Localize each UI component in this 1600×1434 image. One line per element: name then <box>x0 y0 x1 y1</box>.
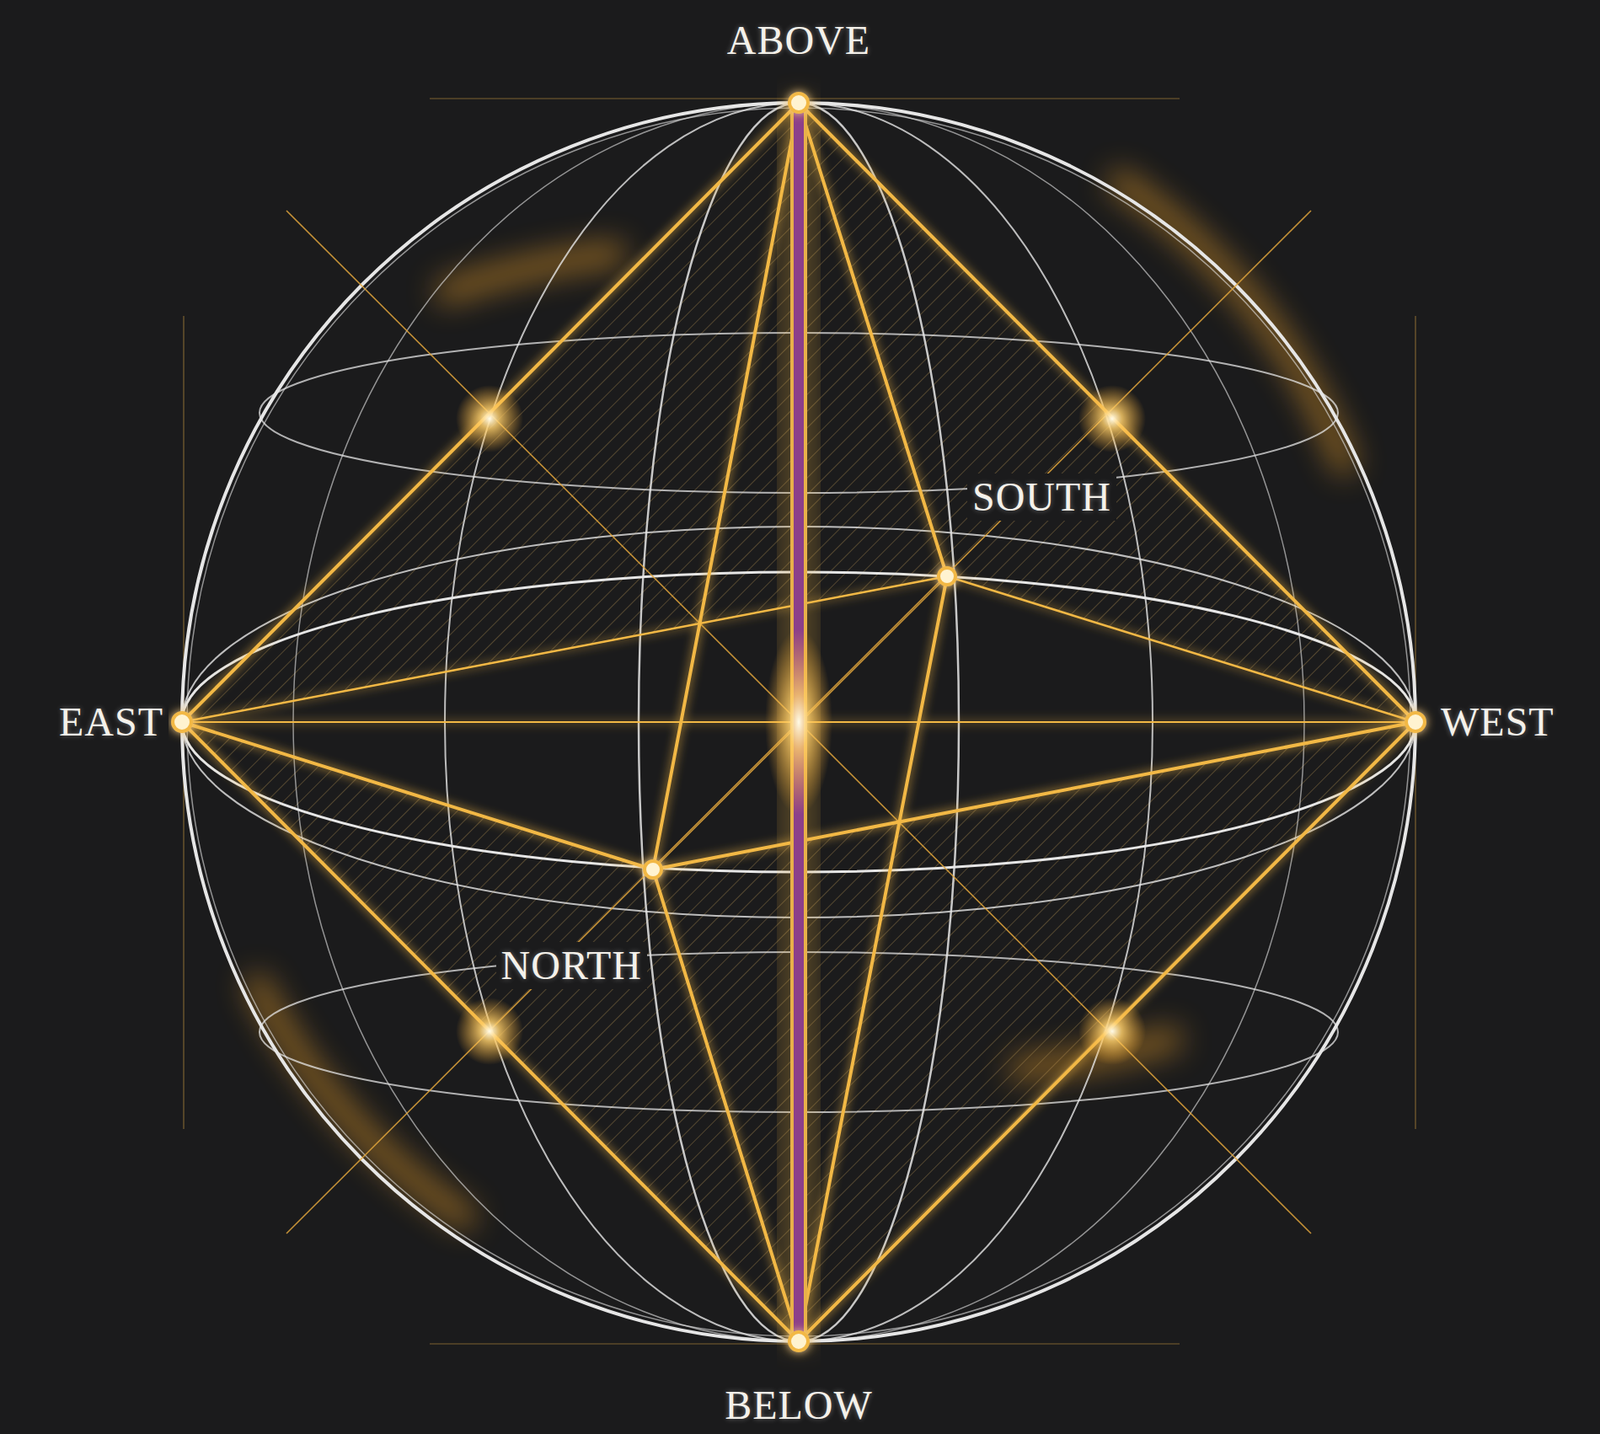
glow-arc <box>1112 176 1349 472</box>
glow-arc <box>252 977 472 1222</box>
edge-line <box>798 102 1416 723</box>
direction-label: NORTH <box>496 941 648 990</box>
edge-line <box>947 576 1416 723</box>
edge-line <box>798 722 1416 1342</box>
vertex-dots <box>172 93 1425 1351</box>
edge-line <box>798 102 948 577</box>
vertex-dot <box>789 1332 809 1351</box>
vertex-dot <box>644 861 662 878</box>
vertical-axis <box>765 102 833 1342</box>
center-glow <box>765 629 833 815</box>
sphere-wireframe <box>181 102 1416 1342</box>
edge-line <box>181 722 653 870</box>
hatched-face <box>652 722 1416 1342</box>
vertex-dot <box>1406 712 1425 732</box>
sparkle <box>1078 385 1146 453</box>
vertex-dot <box>938 567 956 585</box>
direction-label: ABOVE <box>722 16 876 65</box>
sparkle <box>455 385 524 453</box>
ray <box>181 576 948 723</box>
sparkles <box>455 385 1146 1065</box>
sphere-outline <box>181 102 1416 1342</box>
direction-label: EAST <box>53 698 169 747</box>
edge-line <box>181 102 799 723</box>
edge-line <box>652 869 799 1342</box>
glow-arc <box>438 252 624 295</box>
edge-line <box>181 722 799 1342</box>
edge-line <box>181 576 948 723</box>
direction-label: SOUTH <box>967 473 1117 522</box>
vertex-dot <box>172 712 192 732</box>
direction-label: BELOW <box>719 1381 878 1430</box>
hatched-faces <box>181 102 1416 1342</box>
octahedron <box>181 102 1416 1342</box>
sparkle <box>1078 997 1146 1065</box>
vertex-dot <box>789 93 809 113</box>
sparkle <box>455 997 524 1065</box>
direction-label: WEST <box>1435 698 1560 747</box>
